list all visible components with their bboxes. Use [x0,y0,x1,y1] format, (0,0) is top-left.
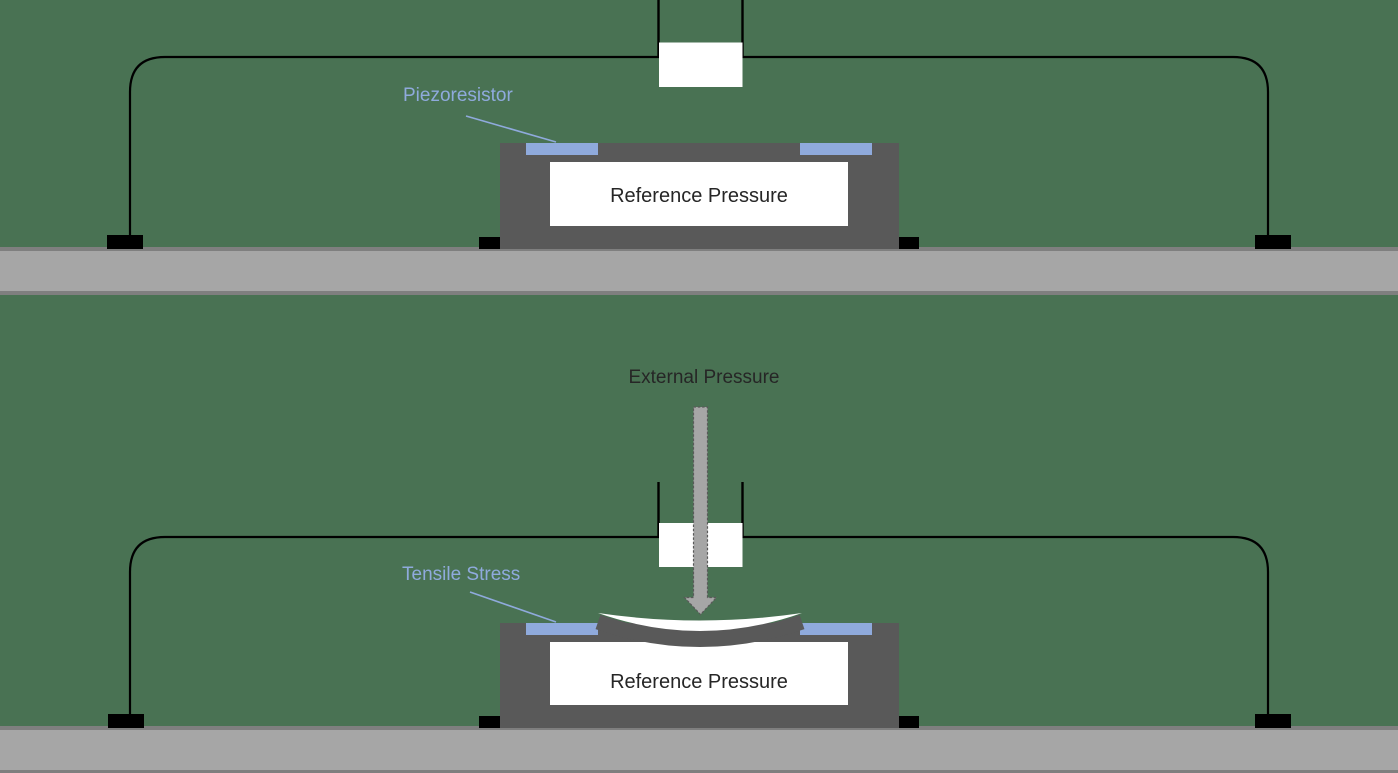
bottom-sensor-assembly: External Pressure Reference Pressure Ten… [0,367,1398,773]
tensile-stress-label: Tensile Stress [402,564,520,585]
piezoresistor-leader-line [465,115,557,143]
piezoresistor-label: Piezoresistor [403,85,513,106]
bottom-outer-pad-right [1255,714,1291,728]
bottom-piezoresistor-right [800,623,872,635]
tensile-stress-leader-line [469,591,557,623]
deflected-diaphragm [595,614,805,647]
top-piezoresistor-right [800,143,872,155]
top-port-block [659,42,743,87]
top-base-bar [0,247,1398,295]
bottom-piezoresistor-left [526,623,598,635]
bottom-outer-pad-left [108,714,144,728]
top-outer-pad-right [1255,235,1291,249]
bottom-reference-pressure-cavity [550,642,848,705]
top-reference-pressure-cavity [550,162,848,226]
top-reference-pressure-label: Reference Pressure [610,185,788,207]
external-pressure-arrow [683,406,718,616]
top-piezoresistor-left [526,143,598,155]
deflection-gap-crescent [598,613,802,631]
top-sensor-assembly: Reference Pressure Piezoresistor [0,0,1398,295]
external-pressure-label: External Pressure [628,367,779,388]
top-outer-pad-left [107,235,143,249]
bottom-reference-pressure-label: Reference Pressure [610,671,788,693]
bottom-base-bar [0,726,1398,773]
